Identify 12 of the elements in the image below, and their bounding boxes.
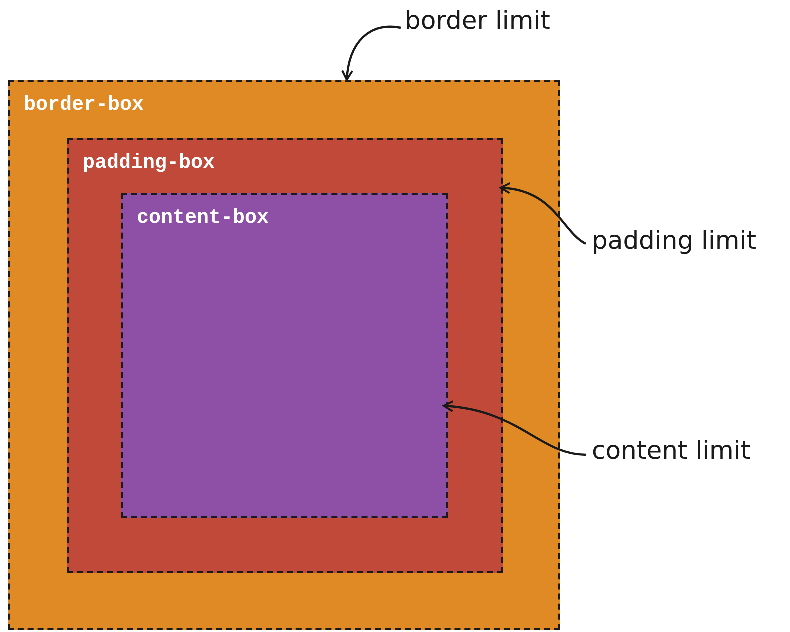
dashed-box (67, 138, 503, 573)
box-label: border-box (24, 94, 144, 117)
box-label: padding-box (83, 152, 216, 175)
dashed-box (8, 80, 560, 630)
annotation-label: border limit (405, 6, 550, 35)
leader-arrow (500, 182, 587, 245)
annotation-label: padding limit (592, 226, 757, 255)
leader-arrow (443, 400, 586, 456)
dashed-box (121, 193, 448, 518)
annotation-label: content limit (592, 436, 751, 465)
box-label: content-box (137, 207, 270, 230)
leader-arrow (342, 26, 402, 81)
